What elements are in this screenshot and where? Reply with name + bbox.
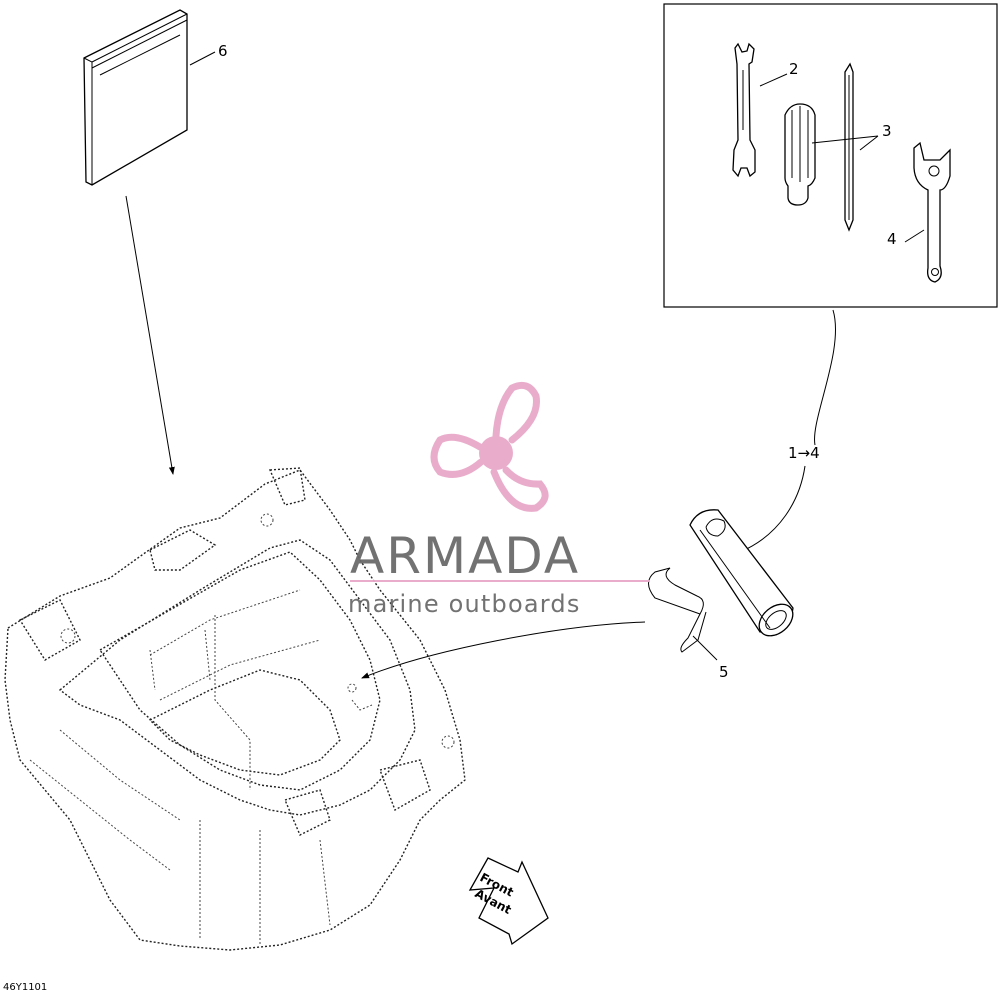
leader-5 bbox=[692, 635, 718, 661]
open-end-wrench-icon bbox=[732, 42, 756, 178]
callout-1-4: 1→4 bbox=[788, 444, 820, 462]
screwdriver-blade-part bbox=[844, 62, 854, 232]
propeller-logo-icon bbox=[430, 381, 549, 512]
diagram-code: 46Y1101 bbox=[3, 982, 47, 993]
armada-watermark: ARMADA marine outboards bbox=[348, 381, 650, 618]
storage-bin-icon bbox=[4, 467, 466, 951]
screwdriver-icon bbox=[784, 103, 816, 206]
leader-3 bbox=[811, 135, 879, 151]
tool-pouch-icon bbox=[689, 509, 794, 637]
leader-inset-to-label bbox=[814, 309, 837, 446]
leader-4 bbox=[904, 229, 925, 243]
front-direction-arrow: Front Avant bbox=[468, 857, 549, 946]
callout-5: 5 bbox=[719, 663, 729, 681]
callout-6: 6 bbox=[218, 42, 228, 60]
owners-manual-part bbox=[83, 9, 188, 186]
arrow-6-to-bin bbox=[125, 195, 175, 475]
watermark-brand: ARMADA bbox=[350, 527, 580, 585]
callout-3: 3 bbox=[882, 122, 892, 140]
tool-kit-inset-box bbox=[663, 3, 998, 308]
callout-2: 2 bbox=[789, 60, 799, 78]
retaining-clip-part bbox=[648, 567, 707, 653]
leader-6 bbox=[189, 51, 216, 66]
callout-4: 4 bbox=[887, 230, 897, 248]
arrow-5-to-bin bbox=[361, 621, 646, 679]
spanner-wrench-icon bbox=[913, 141, 951, 283]
watermark-tagline: marine outboards bbox=[348, 590, 581, 618]
leader-label-to-pouch bbox=[739, 465, 806, 553]
leader-2 bbox=[759, 73, 788, 87]
